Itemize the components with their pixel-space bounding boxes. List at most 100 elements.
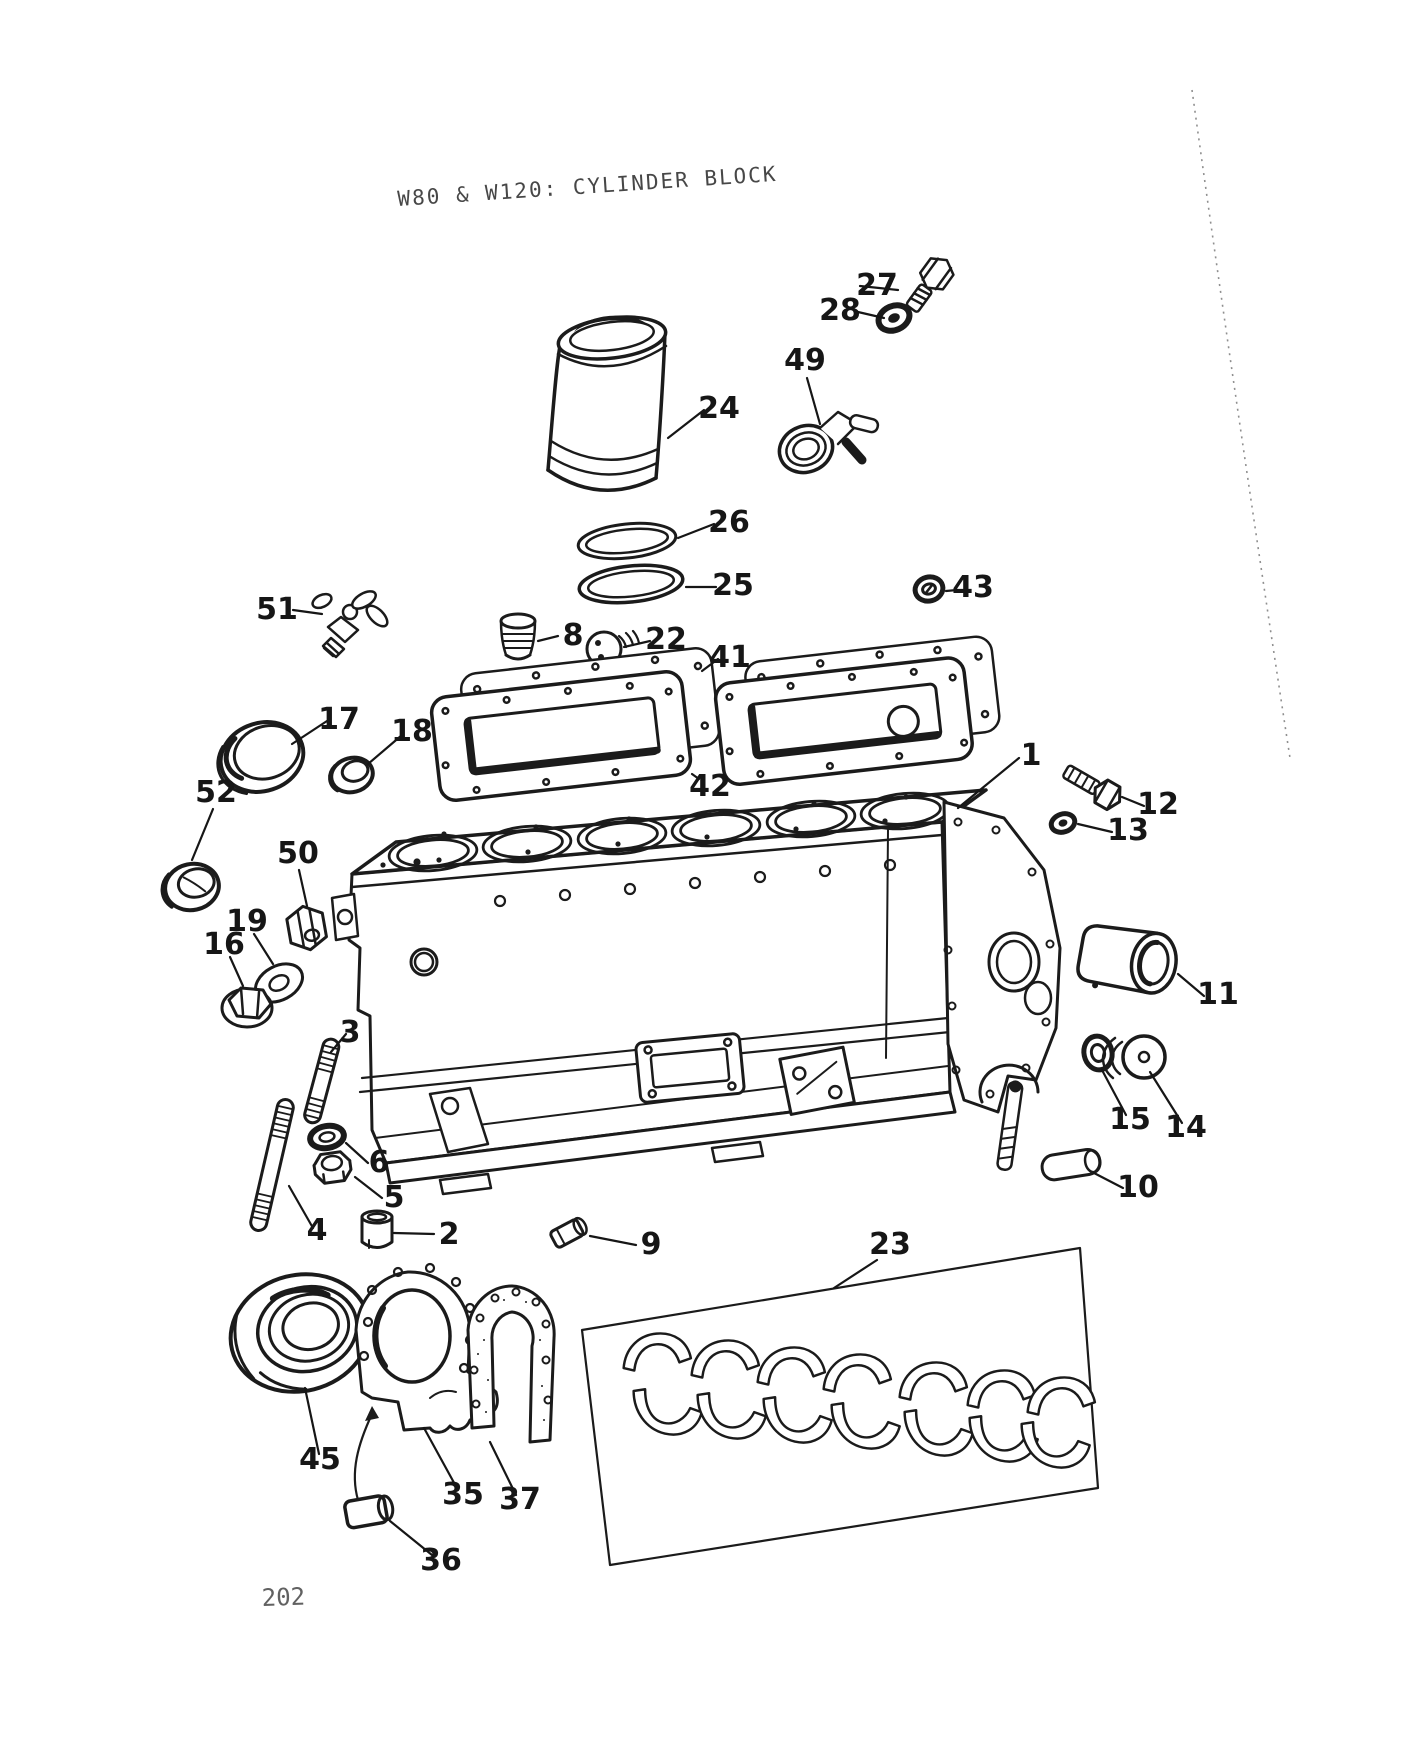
callout-5: 5 [384, 1180, 405, 1215]
retainer-35-drawing [354, 1262, 499, 1434]
leader-6 [344, 1141, 370, 1165]
leader-26 [676, 522, 716, 540]
leader-16 [228, 955, 245, 988]
side-cover-gasket-42-drawing [713, 635, 1001, 786]
leader-43 [944, 588, 959, 593]
o-ring-25-drawing [577, 563, 685, 605]
page-number: 202 [261, 1583, 305, 1612]
leader-3 [329, 1032, 348, 1054]
callout-19: 19 [226, 904, 268, 939]
page-crease-line [1191, 89, 1291, 759]
page-title: W80 & W120: CYLINDER BLOCK [397, 162, 778, 211]
leader-lines [190, 284, 1206, 1557]
seal-17-drawing [216, 720, 306, 796]
bolt-27-drawing [905, 257, 955, 313]
leader-28 [856, 310, 886, 320]
side-cover-gasket-41-drawing [429, 647, 721, 802]
bolt-12-drawing [1062, 764, 1122, 812]
callout-4: 4 [307, 1213, 328, 1248]
callout-10: 10 [1117, 1170, 1159, 1205]
callout-51: 51 [256, 592, 298, 627]
leader-17 [290, 719, 329, 746]
callout-16: 16 [203, 927, 245, 962]
callout-49: 49 [784, 343, 826, 378]
plug-36-drawing [343, 1494, 395, 1530]
callout-50: 50 [277, 836, 319, 871]
callout-22: 22 [645, 622, 687, 657]
leader-15 [1100, 1068, 1128, 1117]
washer-6-drawing [307, 1122, 347, 1152]
callout-36: 36 [420, 1543, 462, 1578]
callout-45: 45 [299, 1442, 341, 1477]
callout-3: 3 [340, 1015, 361, 1050]
leader-1 [956, 756, 1021, 810]
cylinder-block-drawing [330, 788, 1062, 1196]
callout-14: 14 [1165, 1110, 1207, 1145]
leader-18 [366, 733, 404, 766]
leader-37 [488, 1440, 518, 1497]
seal-18-drawing [328, 755, 375, 795]
callout-26: 26 [708, 505, 750, 540]
o-ring-26-drawing [576, 521, 678, 561]
callout-6: 6 [369, 1145, 390, 1180]
leader-51 [291, 608, 324, 616]
callout-24: 24 [698, 391, 740, 426]
leader-22 [622, 639, 652, 649]
leader-5 [353, 1175, 384, 1200]
nut-5-drawing [312, 1150, 353, 1185]
callout-12: 12 [1137, 787, 1179, 822]
washer-13-drawing [1048, 811, 1078, 835]
callout-1: 1 [1021, 738, 1042, 773]
callout-35: 35 [442, 1477, 484, 1512]
bolt-16-drawing [220, 986, 274, 1029]
callout-42: 42 [689, 769, 731, 804]
leader-49 [805, 376, 822, 426]
plug-14-drawing [1101, 1034, 1167, 1080]
leader-8 [536, 634, 560, 643]
ring-52-drawing [160, 861, 221, 913]
tap-fitting-49-drawing [777, 410, 880, 475]
leader-14 [1148, 1070, 1184, 1125]
leader-23 [832, 1258, 879, 1290]
leader-24 [666, 408, 706, 440]
callout-37: 37 [499, 1482, 541, 1517]
stud-4-drawing [249, 1098, 295, 1232]
callout-17: 17 [318, 702, 360, 737]
cylinder-liner-24-drawing [546, 315, 668, 492]
leader-50 [297, 868, 309, 908]
drain-tap-51-drawing [311, 590, 389, 659]
ring-15-drawing [1081, 1033, 1115, 1073]
leader-10 [1092, 1171, 1125, 1190]
leader-4 [287, 1184, 315, 1230]
leader-11 [1176, 972, 1206, 998]
callout-11: 11 [1197, 977, 1239, 1012]
callout-15: 15 [1109, 1102, 1151, 1137]
leader-36 [388, 1519, 434, 1557]
nut-50-drawing [285, 904, 328, 952]
plug-9-drawing [549, 1216, 588, 1249]
leader-35 [422, 1426, 460, 1492]
leader-42 [690, 772, 701, 781]
leader-2 [392, 1231, 436, 1236]
callout-52: 52 [195, 775, 237, 810]
leader-12 [1120, 795, 1146, 808]
washer-28-drawing [875, 302, 913, 334]
dowel-pin-10-drawing [1040, 1148, 1102, 1182]
callout-18: 18 [391, 714, 433, 749]
leader-27 [858, 284, 900, 292]
leader-9 [588, 1234, 638, 1247]
gasket-37-drawing [466, 1284, 556, 1444]
callout-41: 41 [709, 640, 751, 675]
leader-13 [1076, 822, 1114, 834]
leader-41 [700, 657, 720, 673]
plug-8-drawing [499, 612, 537, 661]
callout-43: 43 [952, 570, 994, 605]
callout-25: 25 [712, 568, 754, 603]
leader-19 [252, 932, 275, 966]
leader-52 [190, 807, 215, 862]
callout-23: 23 [869, 1227, 911, 1262]
callout-8: 8 [563, 618, 584, 653]
bearing-set-23-drawing [580, 1246, 1100, 1567]
